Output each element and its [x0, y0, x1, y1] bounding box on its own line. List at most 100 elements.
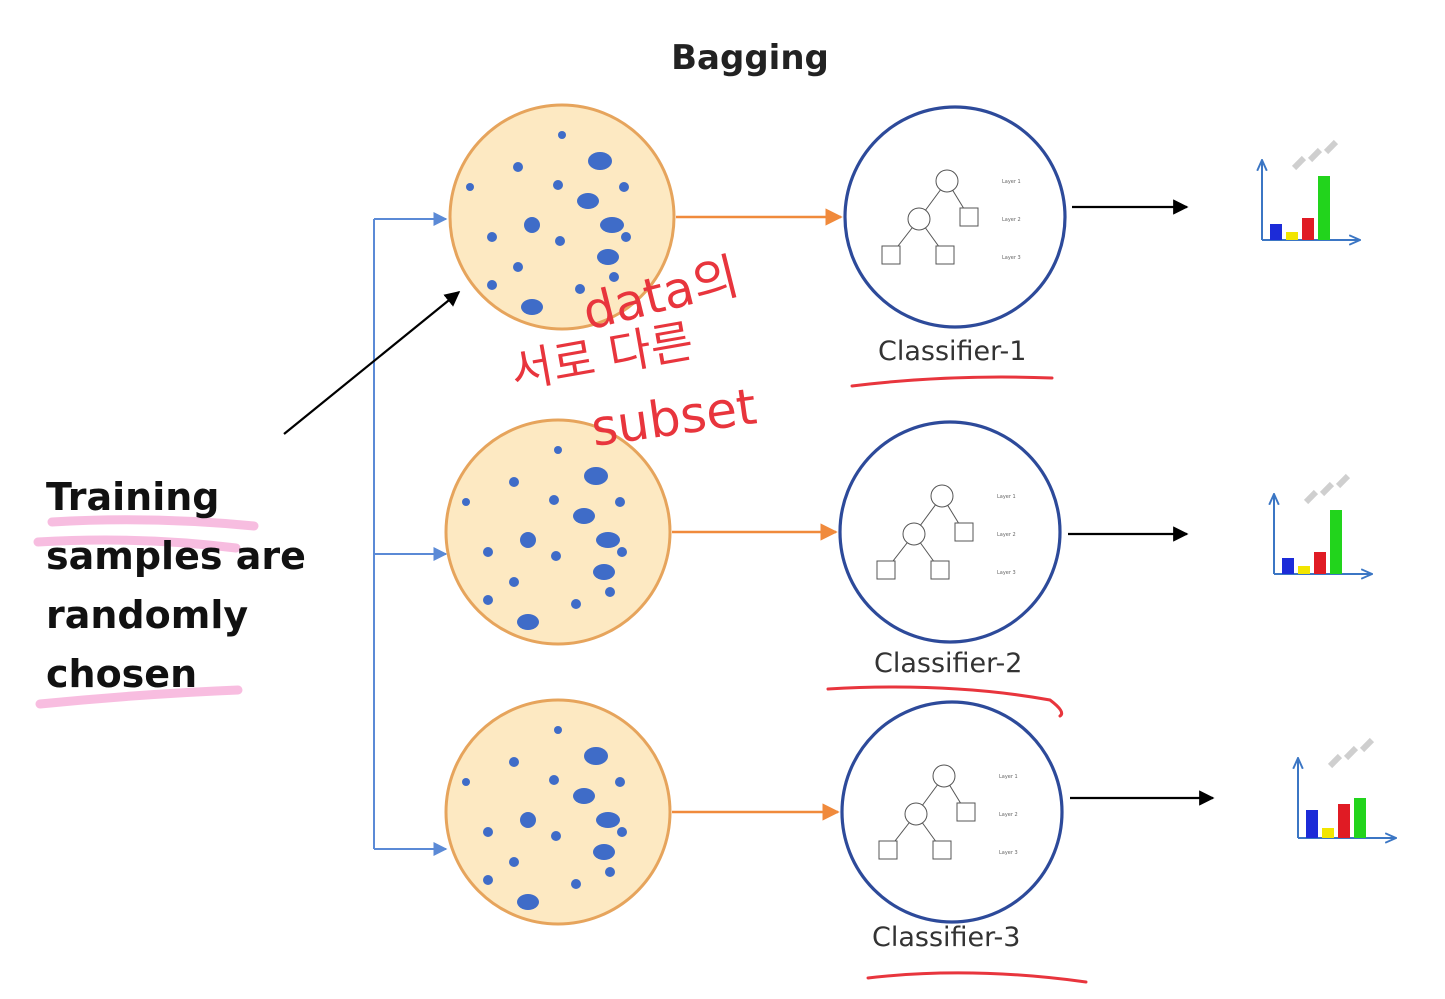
sample-dot: [573, 508, 595, 524]
sample-dot: [553, 180, 563, 190]
output-bar: [1354, 798, 1366, 838]
chart-decoration: [1291, 155, 1307, 171]
sample-circle: [444, 418, 672, 646]
tree-layer-label: Layer 2: [1002, 217, 1021, 223]
sample-dot: [577, 193, 599, 209]
output-bar: [1322, 828, 1334, 838]
sample-dot: [621, 232, 631, 242]
sample-dot: [619, 182, 629, 192]
tree-layer-label: Layer 1: [999, 774, 1018, 780]
classifier-3: Layer 1 Layer 2 Layer 3: [840, 700, 1064, 924]
sample-dot: [513, 262, 523, 272]
chart-decoration: [1307, 147, 1323, 163]
sample-dot: [483, 595, 493, 605]
sample-dot: [509, 757, 519, 767]
sample-dot: [600, 217, 624, 233]
bar-chart-icon: [1298, 737, 1396, 838]
tree-layer-label: Layer 1: [997, 494, 1016, 500]
diagram-title: Bagging: [671, 38, 829, 78]
side-note-are: are: [222, 534, 306, 578]
chart-decoration: [1343, 745, 1359, 761]
output-bar: [1306, 810, 1318, 838]
chart-decoration: [1359, 737, 1375, 753]
sample-dot: [605, 587, 615, 597]
classifier-3-label: Classifier-3: [872, 922, 1021, 953]
output-bar: [1270, 224, 1282, 240]
sample-dot: [596, 532, 620, 548]
classifier-2-label: Classifier-2: [874, 648, 1023, 679]
output-bar: [1338, 804, 1350, 838]
sample-dot: [513, 162, 523, 172]
sample-dot: [524, 217, 540, 233]
sample-dot: [571, 879, 581, 889]
tree-layer-label: Layer 1: [1002, 179, 1021, 185]
side-note-line-3: randomly: [46, 593, 249, 637]
sample-dot: [605, 867, 615, 877]
sample-dot: [617, 547, 627, 557]
note-line-3: subset: [588, 377, 760, 458]
sample-dot: [597, 249, 619, 265]
classifier-1-label: Classifier-1: [878, 336, 1027, 367]
sample-dot: [483, 875, 493, 885]
bar-chart-icon: [1262, 139, 1360, 240]
sample-dot: [554, 446, 562, 454]
red-underlines: [826, 375, 1088, 984]
classifier-circle: [838, 420, 1062, 644]
output-bar: [1314, 552, 1326, 574]
tree-layer-label: Layer 2: [997, 532, 1016, 538]
sample-dot: [615, 497, 625, 507]
tree-layer-label: Layer 2: [999, 812, 1018, 818]
pointer-arrow: [283, 291, 461, 435]
sample-dot: [487, 232, 497, 242]
sample-dot: [571, 599, 581, 609]
sample-dot: [520, 532, 536, 548]
sample-dot: [521, 299, 543, 315]
sample-dot: [509, 477, 519, 487]
tree-layer-label: Layer 3: [999, 850, 1018, 856]
sample-dot: [549, 775, 559, 785]
sample-dot: [588, 152, 612, 170]
output-bar: [1330, 510, 1342, 574]
sample-dot: [551, 551, 561, 561]
sample-subsets: [444, 103, 676, 926]
side-note-line-2: samples are: [46, 527, 366, 586]
output-bar: [1302, 218, 1314, 240]
sample-dot: [509, 577, 519, 587]
sample-dot: [573, 788, 595, 804]
decision-tree-icon: [876, 484, 974, 580]
output-arrows: [1068, 199, 1215, 806]
sample-dot: [575, 284, 585, 294]
chart-decoration: [1335, 473, 1351, 489]
bootstrap-bracket: [373, 212, 448, 856]
output-bar: [1282, 558, 1294, 574]
output-bar: [1286, 232, 1298, 240]
classifier-circle: [840, 700, 1064, 924]
output-charts: [1262, 139, 1396, 838]
sample-dot: [584, 747, 608, 765]
decision-tree-icon: [878, 764, 976, 860]
sample-dot: [584, 467, 608, 485]
sample-dot: [517, 894, 539, 910]
bar-chart-icon: [1274, 473, 1372, 574]
sample-dot: [551, 831, 561, 841]
sample-dot: [517, 614, 539, 630]
chart-decoration: [1303, 489, 1319, 505]
sample-circle: [448, 103, 676, 331]
sample-dot: [509, 857, 519, 867]
sample-dot: [555, 236, 565, 246]
sample-subset-2: [444, 418, 672, 646]
sample-dot: [617, 827, 627, 837]
sample-dot: [487, 280, 497, 290]
side-note-line-1: Training: [46, 475, 220, 519]
highlight-strokes: [33, 515, 259, 709]
output-bar: [1298, 566, 1310, 574]
output-bar: [1318, 176, 1330, 240]
sample-dot: [462, 498, 470, 506]
fit-arrows: [672, 208, 843, 821]
chart-decoration: [1323, 139, 1339, 155]
sample-dot: [462, 778, 470, 786]
sample-dot: [596, 812, 620, 828]
sample-dot: [615, 777, 625, 787]
